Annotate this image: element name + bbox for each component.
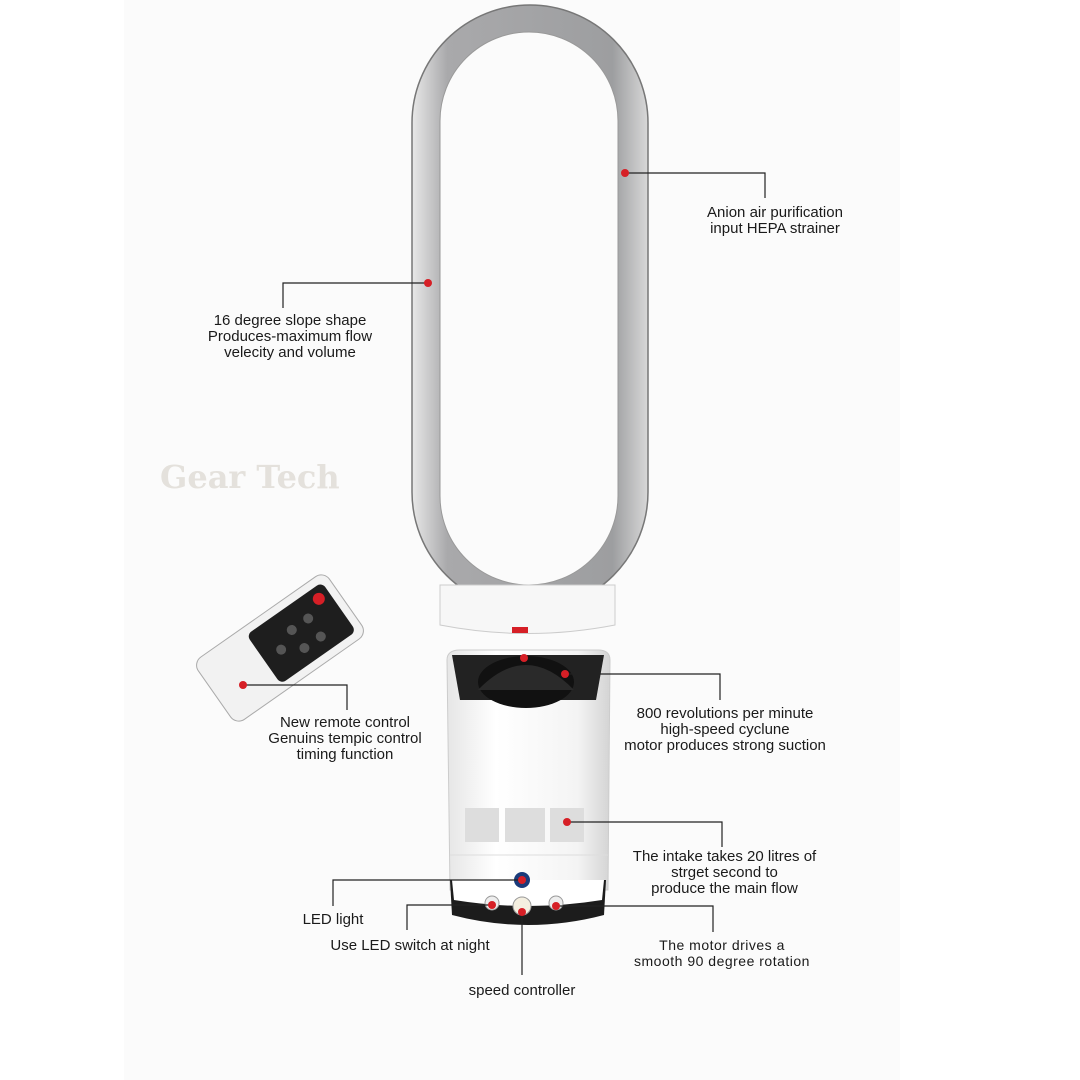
- fan-base: [446, 649, 611, 925]
- connector-icon: [512, 627, 528, 633]
- callout-rotation: The motor drives a smooth 90 degree rota…: [634, 937, 810, 969]
- callout-led-switch: Use LED switch at night: [330, 937, 490, 954]
- watermark: Gear Tech: [160, 458, 340, 496]
- callout-intake: The intake takes 20 litres of strget sec…: [632, 848, 817, 897]
- ring-base: [439, 584, 616, 634]
- callout-remote: New remote control Genuins tempic contro…: [268, 714, 422, 763]
- callout-motor: 800 revolutions per minute high-speed cy…: [624, 705, 826, 754]
- callout-dots: [239, 169, 629, 916]
- callout-anion: Anion air purification input HEPA strain…: [707, 204, 843, 237]
- callout-slope: 16 degree slope shape Produces-maximum f…: [207, 312, 373, 361]
- fan-ring: [411, 4, 649, 611]
- callout-led: LED light: [302, 911, 364, 928]
- callout-lines: [243, 172, 766, 975]
- remote-control: [196, 574, 364, 722]
- callout-speed: speed controller: [468, 982, 576, 999]
